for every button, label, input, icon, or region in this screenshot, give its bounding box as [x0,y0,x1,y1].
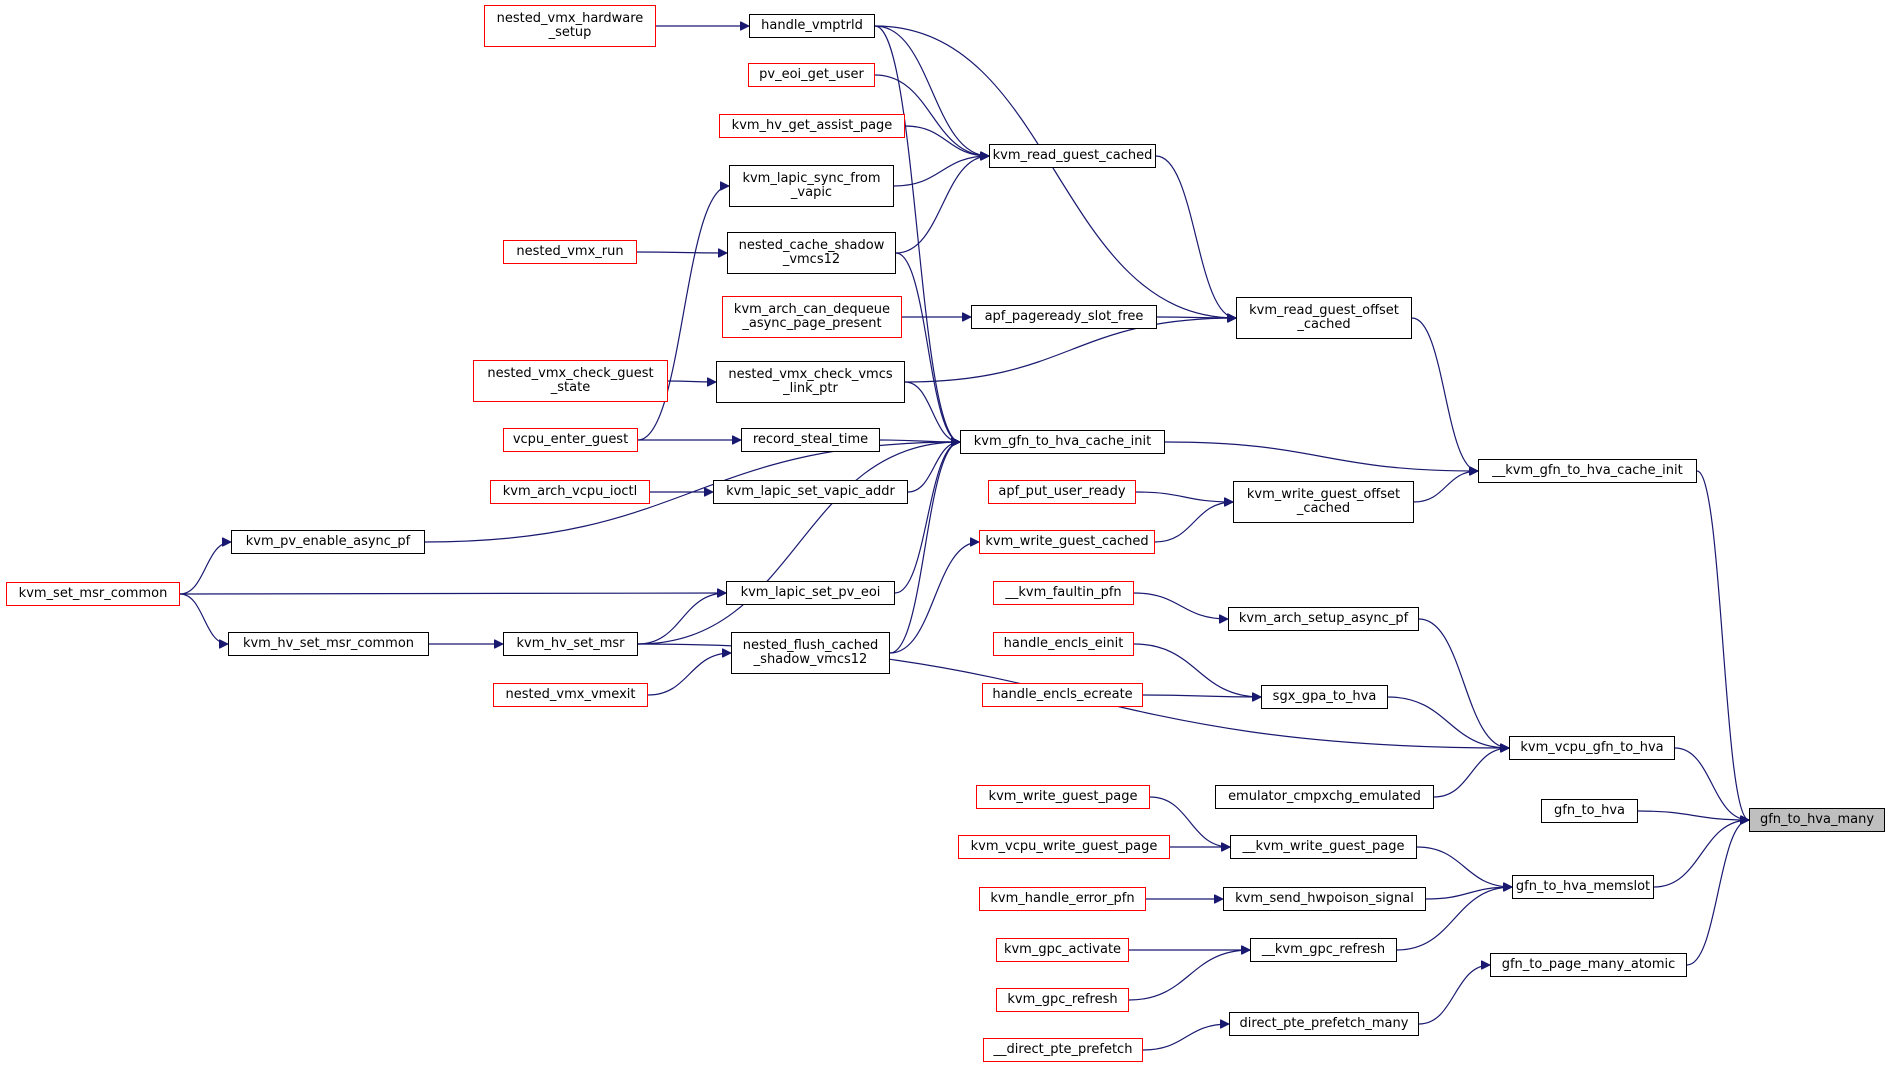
edge-nested-vmx-check-vmcs-link-ptr-to-kvm-gfn-to-hva-cache-init [904,381,961,442]
node-kvm-lapic-sync-from-vapic[interactable]: kvm_lapic_sync_from _vapic [729,165,894,207]
edge-kvm-lapic-set-pv-eoi-to-kvm-gfn-to-hva-cache-init [894,442,961,594]
node-kvm-read-guest-cached[interactable]: kvm_read_guest_cached [989,144,1156,168]
node-emulator-cmpxchg-emulated[interactable]: emulator_cmpxchg_emulated [1215,785,1434,809]
node-kvm-write-guest-page[interactable]: __kvm_write_guest_page [1230,835,1417,859]
edge-nested-vmx-vmexit-to-nested-flush-cached-shadow-vmcs12 [647,653,731,696]
node-nested-vmx-check-guest-state[interactable]: nested_vmx_check_guest _state [473,360,668,402]
node-kvm-hv-set-msr[interactable]: kvm_hv_set_msr [503,632,638,656]
node-gfn-to-hva-many: gfn_to_hva_many [1749,808,1885,832]
edge-kvm-write-guest-offset-cached-to-kvm-gfn-to-hva-cache-init [1413,471,1478,503]
edge-kvm-set-msr-common-to-kvm-hv-set-msr-common [179,593,229,644]
edge-kvm-read-guest-cached-to-kvm-read-guest-offset-cached [1155,155,1237,318]
node-direct-pte-prefetch-many[interactable]: direct_pte_prefetch_many [1229,1012,1419,1036]
node-nested-vmx-run[interactable]: nested_vmx_run [503,240,637,264]
edge-kvm-vcpu-gfn-to-hva-to-gfn-to-hva-many [1674,747,1749,820]
edge-gfn-to-hva-memslot-to-gfn-to-hva-many [1653,820,1749,888]
edge-handle-vmptrld-to-kvm-gfn-to-hva-cache-init [874,25,961,442]
node-kvm-arch-vcpu-ioctl[interactable]: kvm_arch_vcpu_ioctl [490,480,650,504]
node-gfn-to-page-many-atomic[interactable]: gfn_to_page_many_atomic [1490,953,1687,977]
node-kvm-arch-can-dequeue-async-page-present[interactable]: kvm_arch_can_dequeue _async_page_present [722,296,902,338]
edge-sgx-gpa-to-hva-to-kvm-vcpu-gfn-to-hva [1387,696,1509,748]
edge-kvm-gpc-refresh-to-gfn-to-hva-memslot [1396,887,1512,951]
node-kvm-hv-get-assist-page[interactable]: kvm_hv_get_assist_page [719,114,905,138]
node-kvm-read-guest-offset-cached[interactable]: kvm_read_guest_offset _cached [1236,297,1412,339]
edge-gfn-to-page-many-atomic-to-gfn-to-hva-many [1686,820,1750,966]
edge-kvm-gfn-to-hva-cache-init-to-gfn-to-hva-many [1696,470,1750,820]
edge-nested-flush-cached-shadow-vmcs12-to-kvm-write-guest-cached [889,542,979,654]
edge-kvm-write-guest-page-to-kvm-write-guest-page [1149,796,1230,847]
edge-kvm-hv-set-msr-to-kvm-gfn-to-hva-cache-init [637,442,960,645]
edge-apf-put-user-ready-to-kvm-write-guest-offset-cached [1135,491,1233,502]
edge-kvm-set-msr-common-to-kvm-lapic-set-pv-eoi [179,593,726,594]
edge-handle-vmptrld-to-kvm-read-guest-offset-cached [874,25,1236,318]
node-apf-put-user-ready[interactable]: apf_put_user_ready [988,480,1136,504]
edge-handle-vmptrld-to-kvm-read-guest-cached [874,25,989,156]
node-apf-pageready-slot-free[interactable]: apf_pageready_slot_free [971,305,1157,329]
edge-kvm-faultin-pfn-to-kvm-arch-setup-async-pf [1133,592,1228,619]
node-pv-eoi-get-user[interactable]: pv_eoi_get_user [748,63,875,87]
node-kvm-send-hwpoison-signal[interactable]: kvm_send_hwpoison_signal [1223,887,1426,911]
node-sgx-gpa-to-hva[interactable]: sgx_gpa_to_hva [1261,685,1388,709]
edge-nested-vmx-check-vmcs-link-ptr-to-kvm-read-guest-offset-cached [904,318,1236,383]
node-nested-vmx-vmexit[interactable]: nested_vmx_vmexit [493,683,648,707]
edge-direct-pte-prefetch-to-direct-pte-prefetch-many [1142,1024,1229,1051]
node-kvm-gpc-refresh[interactable]: kvm_gpc_refresh [996,988,1129,1012]
node-kvm-lapic-set-vapic-addr[interactable]: kvm_lapic_set_vapic_addr [713,480,908,504]
edge-direct-pte-prefetch-many-to-gfn-to-page-many-atomic [1418,965,1490,1025]
edge-kvm-gpc-refresh-to-kvm-gpc-refresh [1128,950,1250,1001]
node-kvm-gfn-to-hva-cache-init[interactable]: kvm_gfn_to_hva_cache_init [960,430,1165,454]
edge-kvm-lapic-set-vapic-addr-to-kvm-gfn-to-hva-cache-init [907,442,961,493]
node-nested-cache-shadow-vmcs12[interactable]: nested_cache_shadow _vmcs12 [727,232,896,274]
node-record-steal-time[interactable]: record_steal_time [741,428,880,452]
node-kvm-set-msr-common[interactable]: kvm_set_msr_common [6,582,180,606]
edge-kvm-write-guest-page-to-gfn-to-hva-memslot [1416,846,1512,887]
node-kvm-pv-enable-async-pf[interactable]: kvm_pv_enable_async_pf [231,530,425,554]
edge-gfn-to-hva-to-gfn-to-hva-many [1637,810,1749,820]
edge-nested-cache-shadow-vmcs12-to-kvm-gfn-to-hva-cache-init [895,252,961,442]
edge-pv-eoi-get-user-to-kvm-read-guest-cached [874,74,989,156]
edge-kvm-set-msr-common-to-kvm-pv-enable-async-pf [179,542,232,595]
node-kvm-gfn-to-hva-cache-init[interactable]: __kvm_gfn_to_hva_cache_init [1478,459,1697,483]
node-vcpu-enter-guest[interactable]: vcpu_enter_guest [503,428,638,452]
node-handle-encls-ecreate[interactable]: handle_encls_ecreate [982,683,1143,707]
edge-handle-encls-einit-to-sgx-gpa-to-hva [1133,643,1261,697]
node-kvm-arch-setup-async-pf[interactable]: kvm_arch_setup_async_pf [1228,607,1419,631]
node-kvm-vcpu-write-guest-page[interactable]: kvm_vcpu_write_guest_page [958,835,1170,859]
node-nested-vmx-hardware-setup[interactable]: nested_vmx_hardware _setup [484,5,656,47]
edge-vcpu-enter-guest-to-kvm-lapic-sync-from-vapic [637,186,730,441]
edge-handle-encls-ecreate-to-sgx-gpa-to-hva [1142,695,1261,697]
edge-kvm-write-guest-cached-to-kvm-write-guest-offset-cached [1154,502,1233,543]
edge-kvm-lapic-sync-from-vapic-to-kvm-read-guest-cached [893,156,989,187]
edge-kvm-hv-get-assist-page-to-kvm-read-guest-cached [904,125,989,156]
edge-nested-flush-cached-shadow-vmcs12-to-kvm-gfn-to-hva-cache-init [889,442,961,654]
node-handle-encls-einit[interactable]: handle_encls_einit [993,632,1134,656]
edge-nested-vmx-run-to-nested-cache-shadow-vmcs12 [636,252,727,253]
edge-kvm-read-guest-offset-cached-to-kvm-gfn-to-hva-cache-init [1411,317,1479,471]
node-nested-flush-cached-shadow-vmcs12[interactable]: nested_flush_cached _shadow_vmcs12 [731,632,890,674]
edge-emulator-cmpxchg-emulated-to-kvm-vcpu-gfn-to-hva [1433,748,1509,798]
edge-nested-cache-shadow-vmcs12-to-kvm-read-guest-cached [895,156,989,254]
node-kvm-vcpu-gfn-to-hva[interactable]: kvm_vcpu_gfn_to_hva [1509,736,1675,760]
node-gfn-to-hva[interactable]: gfn_to_hva [1541,799,1638,823]
edge-kvm-gfn-to-hva-cache-init-to-kvm-gfn-to-hva-cache-init [1164,441,1478,471]
node-kvm-hv-set-msr-common[interactable]: kvm_hv_set_msr_common [228,632,429,656]
node-kvm-gpc-refresh[interactable]: __kvm_gpc_refresh [1250,938,1397,962]
edge-kvm-arch-setup-async-pf-to-kvm-vcpu-gfn-to-hva [1418,618,1509,748]
node-kvm-faultin-pfn[interactable]: __kvm_faultin_pfn [993,581,1134,605]
edge-kvm-send-hwpoison-signal-to-gfn-to-hva-memslot [1425,887,1512,900]
node-kvm-write-guest-offset-cached[interactable]: kvm_write_guest_offset _cached [1233,481,1414,523]
edge-nested-vmx-check-guest-state-to-nested-vmx-check-vmcs-link-ptr [667,381,716,382]
node-direct-pte-prefetch[interactable]: __direct_pte_prefetch [983,1038,1143,1062]
edge-kvm-hv-set-msr-to-kvm-lapic-set-pv-eoi [637,593,726,645]
node-kvm-lapic-set-pv-eoi[interactable]: kvm_lapic_set_pv_eoi [726,581,895,605]
node-kvm-handle-error-pfn[interactable]: kvm_handle_error_pfn [979,887,1146,911]
node-gfn-to-hva-memslot[interactable]: gfn_to_hva_memslot [1512,875,1654,899]
node-handle-vmptrld[interactable]: handle_vmptrld [749,14,875,38]
node-nested-vmx-check-vmcs-link-ptr[interactable]: nested_vmx_check_vmcs _link_ptr [716,361,905,403]
node-kvm-gpc-activate[interactable]: kvm_gpc_activate [996,938,1129,962]
node-kvm-write-guest-page[interactable]: kvm_write_guest_page [976,785,1150,809]
node-kvm-write-guest-cached[interactable]: kvm_write_guest_cached [979,530,1155,554]
